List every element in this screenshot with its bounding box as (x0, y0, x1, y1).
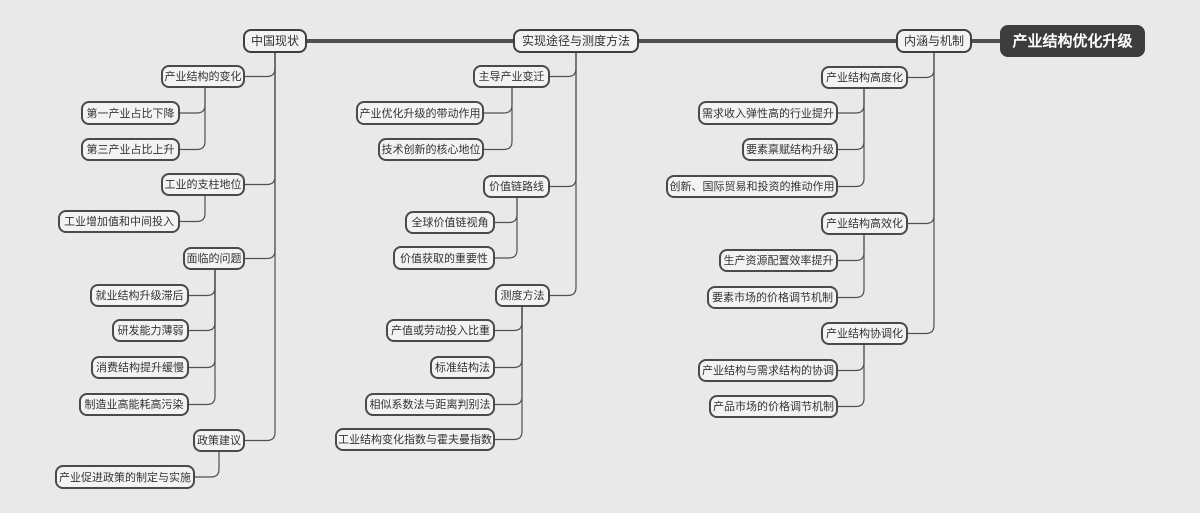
connector-line (838, 345, 865, 372)
connector-line (245, 53, 276, 78)
subtopic-node[interactable]: 工业的支柱地位 (161, 173, 245, 196)
leaf-node[interactable]: 产业结构与需求结构的协调 (698, 359, 838, 382)
main-topic-node[interactable]: 实现途径与测度方法 (513, 29, 639, 53)
leaf-node[interactable]: 制造业高能耗高污染 (79, 393, 189, 416)
subtopic-node[interactable]: 政策建议 (193, 429, 245, 452)
connector-line (495, 307, 523, 441)
leaf-node[interactable]: 工业增加值和中间投入 (58, 210, 180, 233)
connector-line (838, 235, 865, 299)
connector-line (484, 88, 513, 114)
leaf-node[interactable]: 相似系数法与距离判别法 (365, 393, 495, 416)
leaf-node[interactable]: 产业促进政策的制定与实施 (55, 465, 195, 489)
leaf-node[interactable]: 就业结构升级滞后 (90, 284, 189, 307)
connector-line (495, 307, 523, 332)
leaf-node[interactable]: 要素市场的价格调节机制 (707, 286, 838, 309)
subtopic-node[interactable]: 产业结构协调化 (821, 322, 908, 345)
leaf-node[interactable]: 要素禀赋结构升级 (742, 138, 838, 161)
leaf-node[interactable]: 全球价值链视角 (405, 211, 495, 234)
connector-line (195, 452, 220, 478)
connector-line (550, 53, 577, 78)
connector-line (245, 53, 276, 442)
connector-line (189, 270, 216, 332)
connector-line (245, 53, 276, 186)
connector-line (495, 198, 518, 224)
subtopic-node[interactable]: 产业结构的变化 (161, 65, 245, 88)
connector-line (245, 53, 276, 260)
leaf-node[interactable]: 产值或劳动投入比重 (386, 319, 495, 342)
connector-line (550, 53, 577, 188)
connector-line (189, 270, 216, 369)
leaf-node[interactable]: 产业优化升级的带动作用 (356, 101, 484, 125)
leaf-node[interactable]: 工业结构变化指数与霍夫曼指数 (335, 428, 495, 451)
leaf-node[interactable]: 消费结构提升缓慢 (91, 356, 189, 379)
connector-line (550, 53, 577, 297)
connector-line (908, 53, 935, 79)
connector-line (908, 53, 935, 335)
leaf-node[interactable]: 价值获取的重要性 (393, 246, 495, 270)
connector-line (495, 307, 523, 406)
connector-line (484, 88, 513, 151)
connector-line (838, 89, 865, 151)
connector-line (838, 235, 865, 262)
subtopic-node[interactable]: 产业结构高效化 (821, 212, 908, 235)
leaf-node[interactable]: 第一产业占比下降 (81, 101, 180, 125)
connector-line (495, 307, 523, 369)
connector-line (180, 88, 206, 151)
leaf-node[interactable]: 研发能力薄弱 (112, 319, 189, 342)
subtopic-node[interactable]: 面临的问题 (183, 247, 245, 270)
subtopic-node[interactable]: 产业结构高度化 (821, 66, 908, 89)
subtopic-node[interactable]: 价值链路线 (483, 175, 550, 198)
connector-line (495, 198, 518, 259)
leaf-node[interactable]: 技术创新的核心地位 (378, 138, 484, 161)
leaf-node[interactable]: 需求收入弹性高的行业提升 (698, 101, 838, 125)
leaf-node[interactable]: 第三产业占比上升 (81, 138, 180, 161)
main-topic-node[interactable]: 中国现状 (243, 29, 307, 53)
leaf-node[interactable]: 生产资源配置效率提升 (719, 249, 838, 272)
leaf-node[interactable]: 创新、国际贸易和投资的推动作用 (666, 175, 838, 198)
connector-line (838, 89, 865, 188)
connector-line (189, 270, 216, 406)
connector-line (180, 88, 206, 114)
connector-line (908, 53, 935, 225)
connector-line (838, 345, 865, 408)
leaf-node[interactable]: 标准结构法 (430, 356, 495, 379)
connector-line (189, 270, 216, 297)
connector-line (180, 196, 206, 223)
main-topic-node[interactable]: 内涵与机制 (896, 29, 972, 53)
leaf-node[interactable]: 产品市场的价格调节机制 (709, 395, 838, 418)
subtopic-node[interactable]: 主导产业变迁 (473, 65, 550, 88)
connector-line (838, 89, 865, 114)
central-topic[interactable]: 产业结构优化升级 (1000, 25, 1145, 57)
subtopic-node[interactable]: 测度方法 (495, 284, 550, 307)
